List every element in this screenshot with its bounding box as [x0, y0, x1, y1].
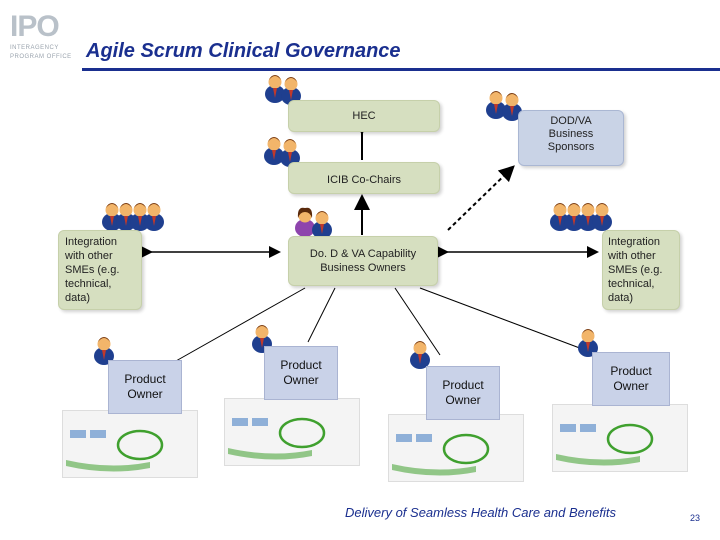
- integration-left-line: SMEs (e.g.: [65, 264, 120, 276]
- po-link-3: [394, 287, 441, 356]
- sponsor-label-line: Sponsors: [547, 141, 595, 153]
- integration-left-line: data): [65, 292, 91, 304]
- integration-right-line: SMEs (e.g.: [608, 264, 663, 276]
- capability-owners-box: Do. D & VA Capability Business Owners: [288, 236, 438, 286]
- product-owner-label: Product: [442, 378, 484, 392]
- integration-right-line: Integration: [608, 236, 660, 248]
- sponsor-label-line: DOD/VA: [550, 115, 592, 127]
- scrum-cycle-icon: [116, 429, 164, 461]
- po-link-4: [419, 287, 586, 351]
- product-owner-label: Product: [610, 364, 652, 378]
- logo-subtitle-1: INTERAGENCY: [10, 45, 59, 51]
- integration-right-line: data): [608, 292, 634, 304]
- integration-left-line: Integration: [65, 236, 117, 248]
- sponsor-dotted-link: [447, 165, 515, 231]
- product-owner-label: Product: [124, 372, 166, 386]
- icib-label: ICIB Co-Chairs: [327, 174, 401, 186]
- logo-subtitle-2: PROGRAM OFFICE: [10, 54, 72, 60]
- hec-label: HEC: [352, 110, 376, 122]
- product-owner-label: Owner: [445, 393, 481, 407]
- product-owner-label: Owner: [127, 387, 163, 401]
- capability-label-line: Do. D & VA Capability: [309, 248, 417, 260]
- integration-right-box: Integration with other SMEs (e.g. techni…: [602, 230, 680, 310]
- capability-label-line: Business Owners: [320, 262, 406, 274]
- product-owner-label: Product: [280, 358, 322, 372]
- page-number: 23: [690, 513, 701, 523]
- title-divider: [82, 68, 720, 71]
- hec-box: HEC: [288, 100, 440, 132]
- footer-tagline: Delivery of Seamless Health Care and Ben…: [345, 505, 616, 520]
- sponsor-label-line: Business: [548, 128, 594, 140]
- po-link-2: [307, 287, 336, 343]
- product-owner-label: Owner: [283, 373, 319, 387]
- product-owner-label: Owner: [613, 379, 649, 393]
- scrum-cycle-icon: [606, 423, 654, 455]
- integration-left-line: technical,: [65, 278, 112, 290]
- scrum-cycle-icon: [442, 433, 490, 465]
- po-link-1: [159, 287, 306, 371]
- integration-left-line: with other: [65, 250, 113, 262]
- integration-right-line: with other: [608, 250, 656, 262]
- logo: IPO: [10, 10, 60, 43]
- integration-right-line: technical,: [608, 278, 655, 290]
- dod-va-sponsors-box: DOD/VA Business Sponsors: [518, 110, 624, 166]
- icib-box: ICIB Co-Chairs: [288, 162, 440, 194]
- page-title: Agile Scrum Clinical Governance: [86, 40, 401, 62]
- scrum-cycle-icon: [278, 417, 326, 449]
- integration-left-box: Integration with other SMEs (e.g. techni…: [58, 230, 142, 310]
